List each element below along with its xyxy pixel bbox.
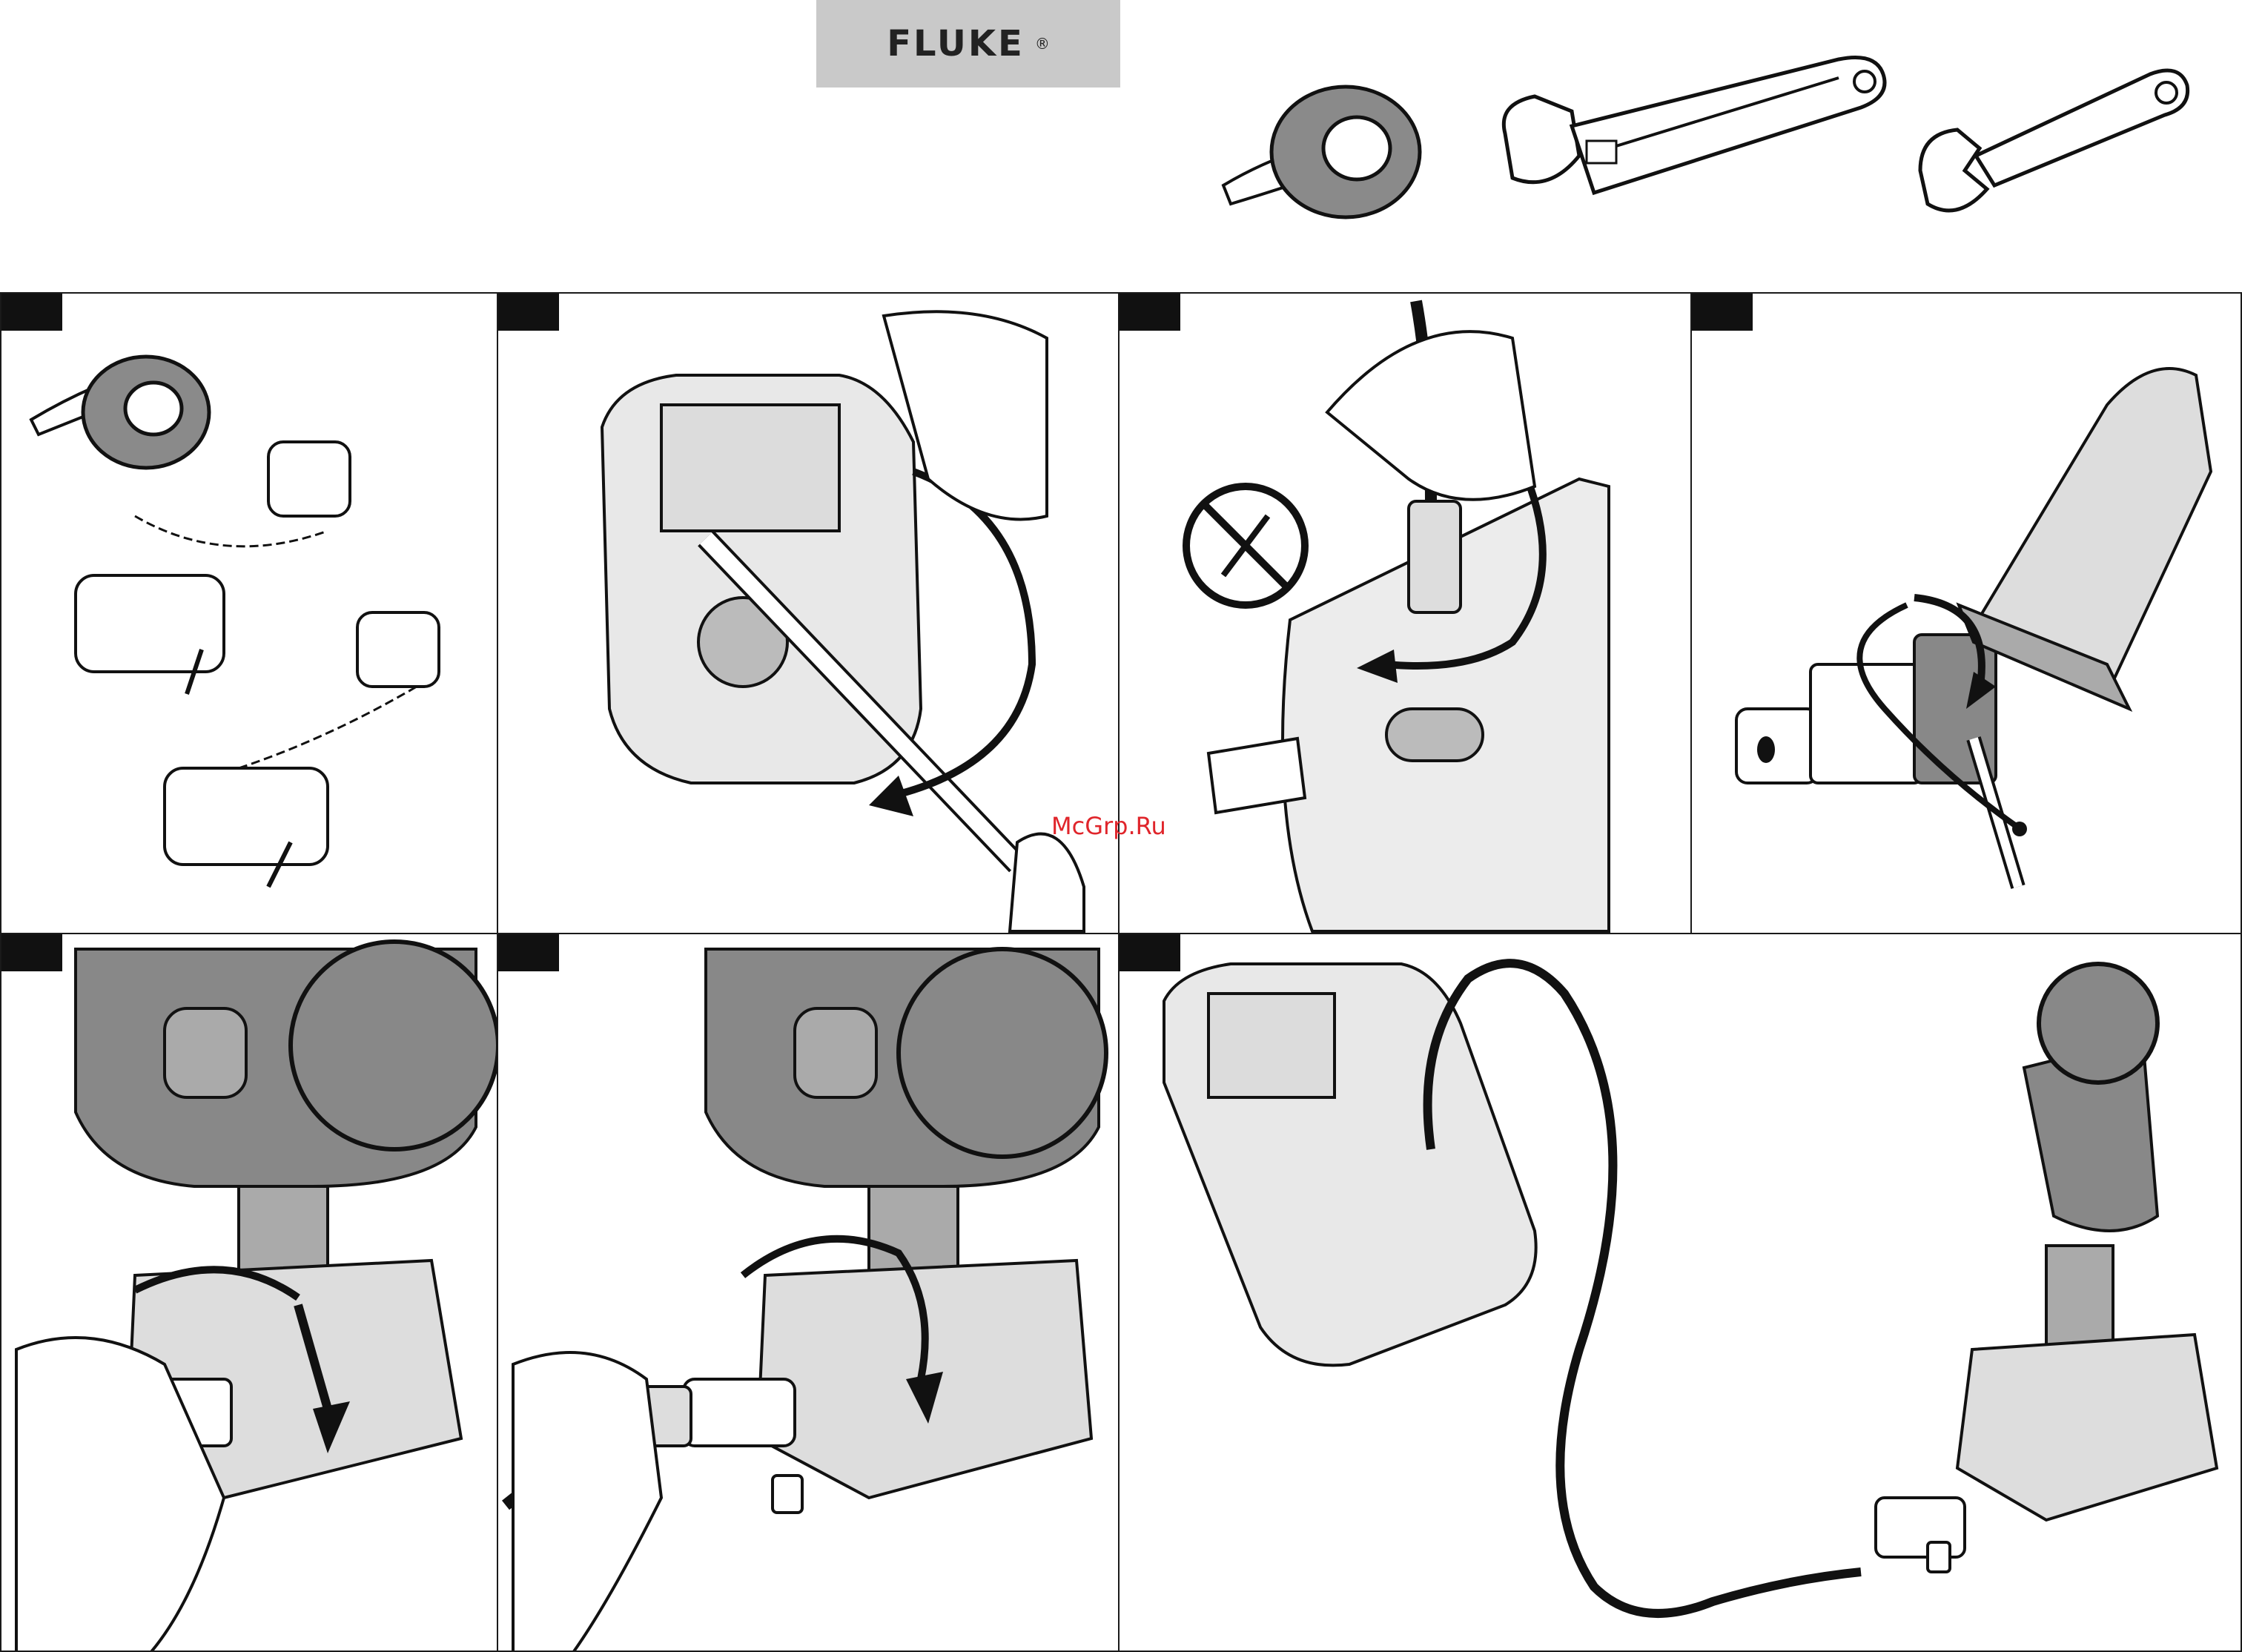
- step-panel-6: [497, 933, 1120, 1652]
- adjustable-wrench-icon: [1490, 44, 1905, 230]
- ptfe-tape-icon: [1216, 74, 1431, 237]
- step-panel-2: [497, 292, 1120, 934]
- step-panel-4: [1690, 292, 2242, 934]
- attach-hose-transmitter-illustration: [498, 934, 1120, 1652]
- connect-to-transmitter-illustration: [1, 934, 498, 1652]
- registered-mark: ®: [1035, 35, 1050, 53]
- wrench-tighten-calibrator-illustration: [498, 294, 1120, 934]
- step-panel-7: [1118, 933, 2242, 1652]
- watermark-text: McGrp.Ru: [1051, 812, 1166, 840]
- step-panel-5: [0, 933, 498, 1652]
- tools-row: [1216, 44, 2202, 245]
- step-panel-3: [1118, 292, 1692, 934]
- open-end-wrench-icon: [1905, 59, 2202, 237]
- brand-name: FLUKE: [887, 23, 1025, 65]
- calibrator-hose-transmitter-illustration: [1120, 934, 2242, 1652]
- step-panel-1: [0, 292, 498, 934]
- fluke-logo: FLUKE ®: [816, 0, 1120, 87]
- tape-and-fittings-illustration: [1, 294, 498, 934]
- hand-tighten-no-wrench-illustration: [1120, 294, 1692, 934]
- wrench-tighten-fitting-illustration: [1692, 294, 2242, 934]
